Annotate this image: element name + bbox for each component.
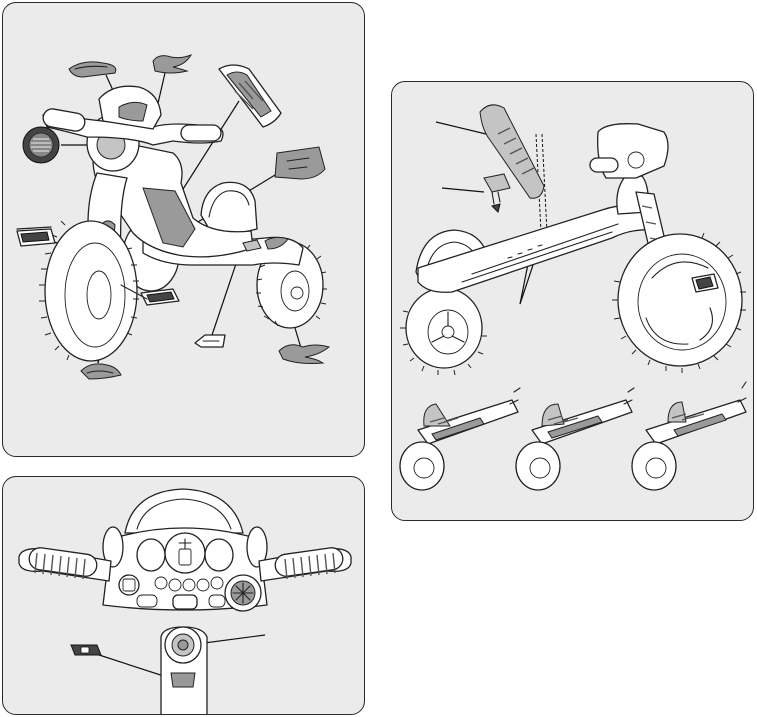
- side-panel-decal-icon: [218, 64, 282, 128]
- console-switch-icon: [70, 644, 102, 656]
- number-plate-decal-icon: [274, 146, 326, 180]
- flame-swoosh-decal-icon: [80, 363, 122, 380]
- flame-decal-icon: [152, 53, 193, 74]
- handlebar-console-panel: [2, 476, 365, 715]
- seat-adjustment-panel: [391, 81, 754, 521]
- seat-adjustment-diagram: [399, 104, 747, 491]
- small-tag-decal-icon: [194, 334, 226, 348]
- trike-seat-illustration: [400, 104, 746, 376]
- headlight-decal-icon: [22, 126, 60, 164]
- seat-position-3: [631, 381, 747, 491]
- handlebar-console-diagram: [18, 488, 352, 714]
- console-illustration: [18, 488, 352, 714]
- seat-position-1: [399, 387, 521, 491]
- decal-placement-diagram: [16, 53, 331, 380]
- seat-position-2: [515, 387, 635, 491]
- small-flame-decal-icon: [278, 344, 331, 364]
- seat-position-thumbnails: [399, 381, 747, 491]
- trike-illustration: [16, 85, 327, 362]
- pedal-decal-icon: [16, 226, 52, 230]
- decal-placement-panel: [2, 2, 365, 457]
- hot-wheels-logo-decal-icon: [68, 61, 117, 78]
